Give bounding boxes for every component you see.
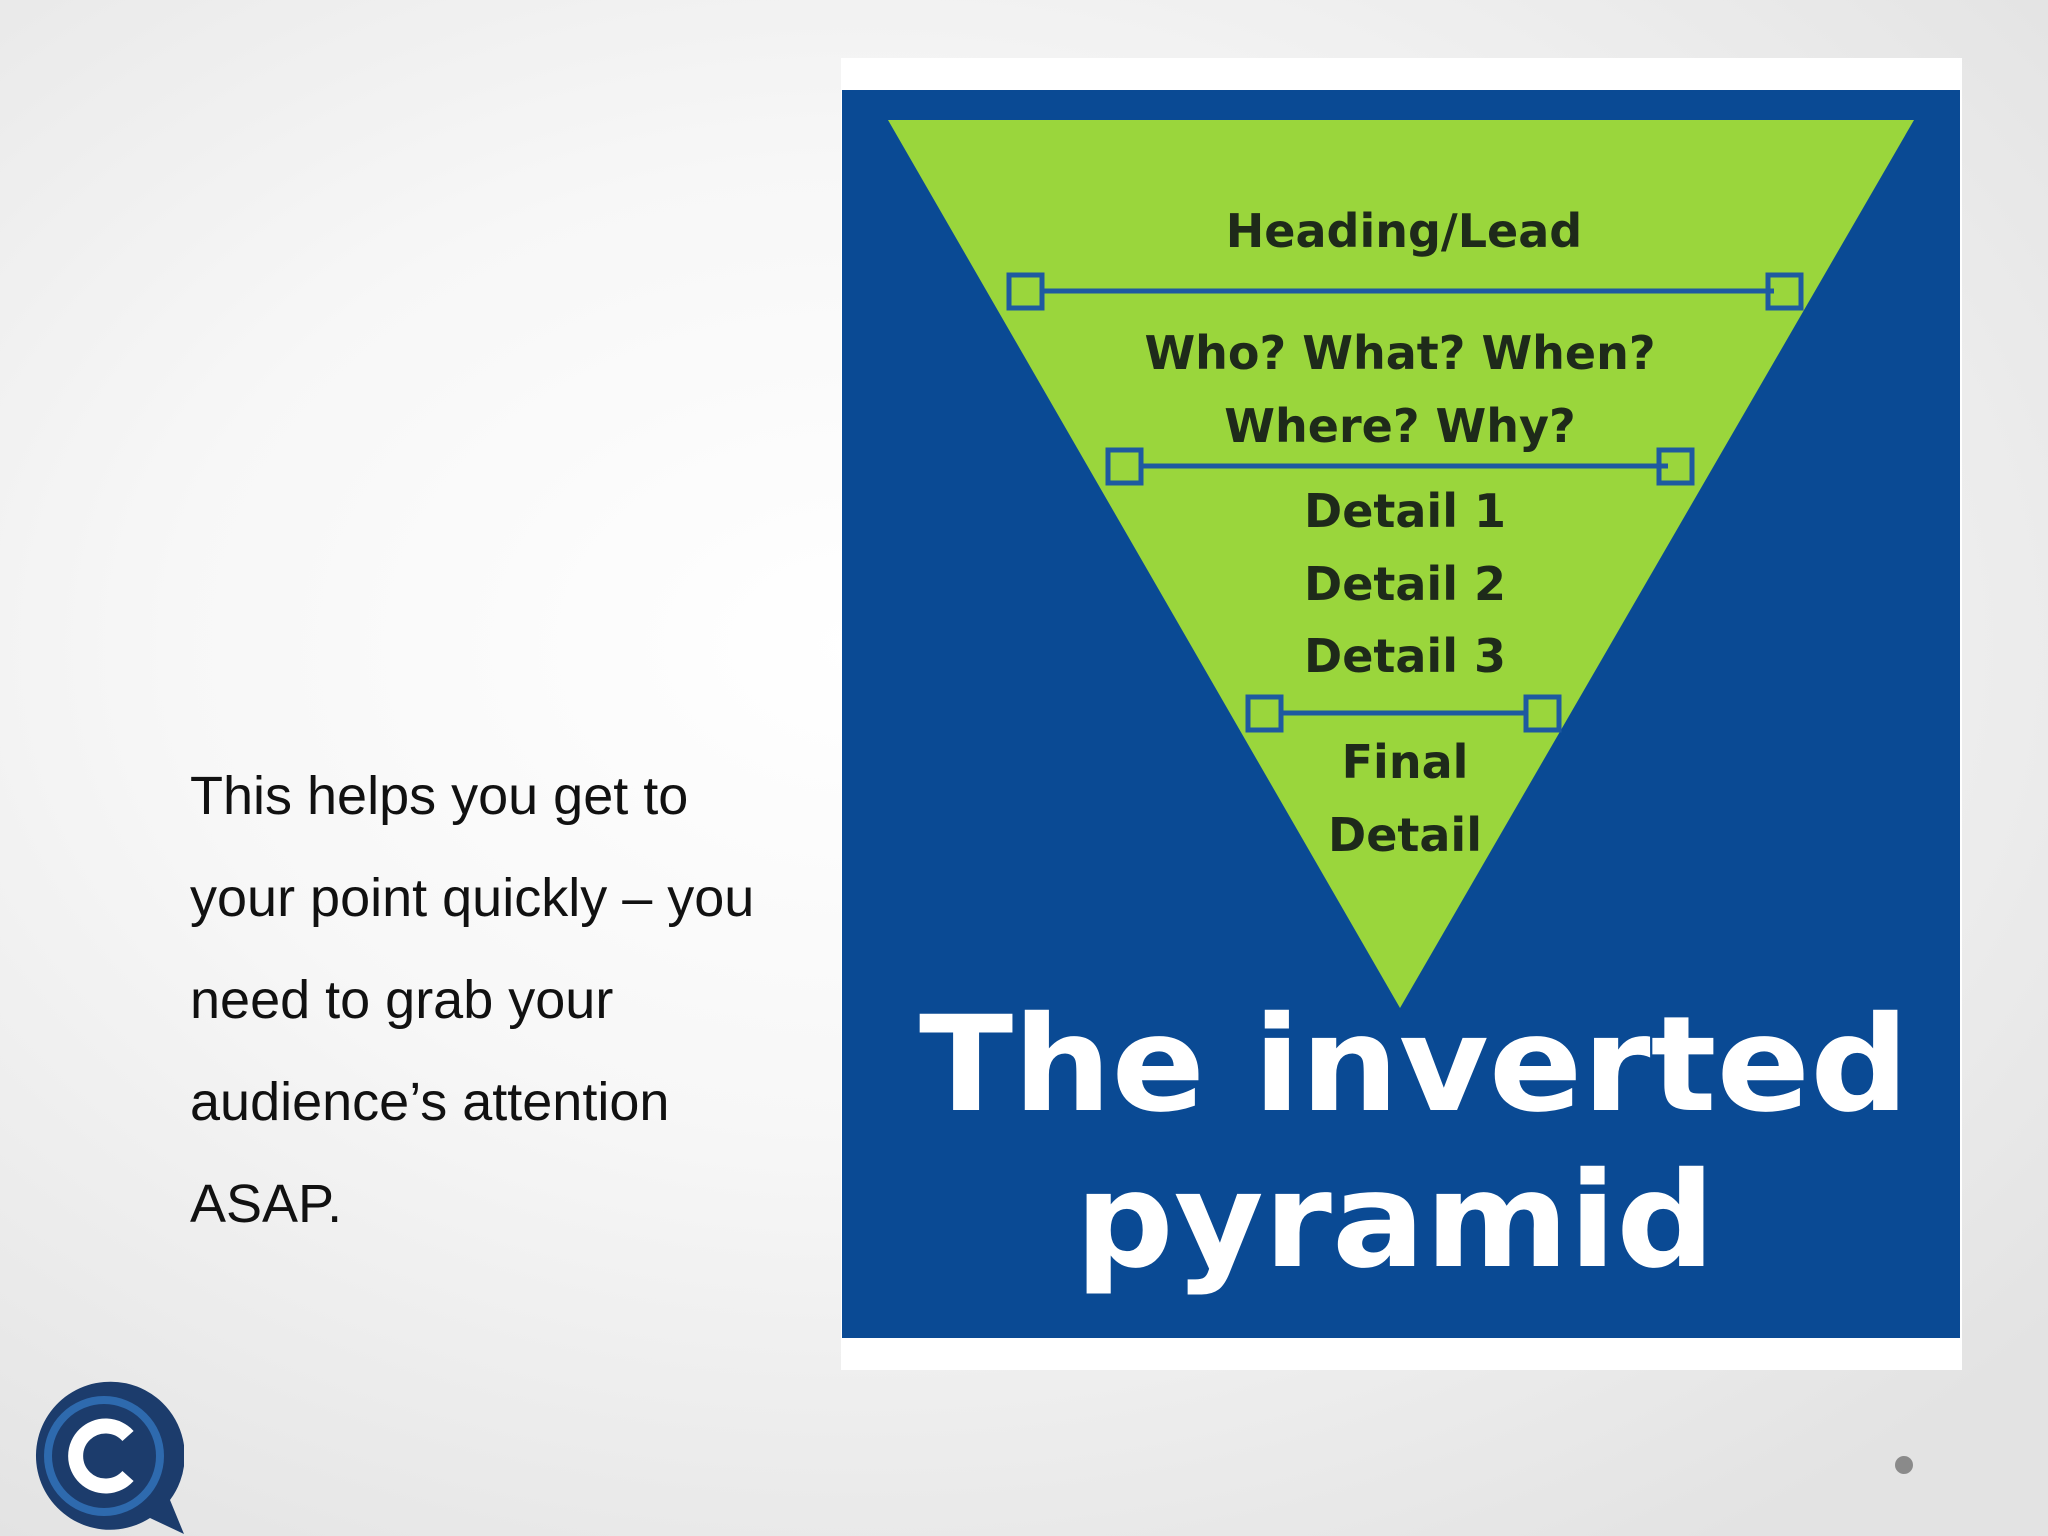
c-speech-bubble-logo-icon [36, 1381, 184, 1534]
pyramid-level-final-line-2: Detail [1328, 808, 1482, 862]
pyramid-level-5w-line-2: Where? Why? [1224, 399, 1575, 453]
pyramid-divider-1 [1006, 272, 1804, 311]
pyramid-level-heading-lead: Heading/Lead [1226, 204, 1582, 258]
pyramid-title-line-2: pyramid [1075, 1144, 1715, 1298]
pyramid-title-line-1: The inverted [919, 988, 1909, 1142]
pyramid-level-detail-1: Detail 1 [1304, 484, 1506, 538]
pyramid-level-detail-2: Detail 2 [1304, 557, 1506, 611]
pyramid-level-final-line-1: Final [1342, 735, 1469, 789]
page-dot-icon [1895, 1456, 1913, 1474]
pyramid-divider-3 [1245, 694, 1562, 733]
pyramid-divider-2 [1105, 447, 1695, 486]
slide-body-text: This helps you get to your point quickly… [190, 766, 755, 1234]
pyramid-level-5w-line-1: Who? What? When? [1144, 326, 1655, 380]
inverted-pyramid-triangle [888, 120, 1914, 1008]
pyramid-level-detail-3: Detail 3 [1304, 629, 1506, 683]
